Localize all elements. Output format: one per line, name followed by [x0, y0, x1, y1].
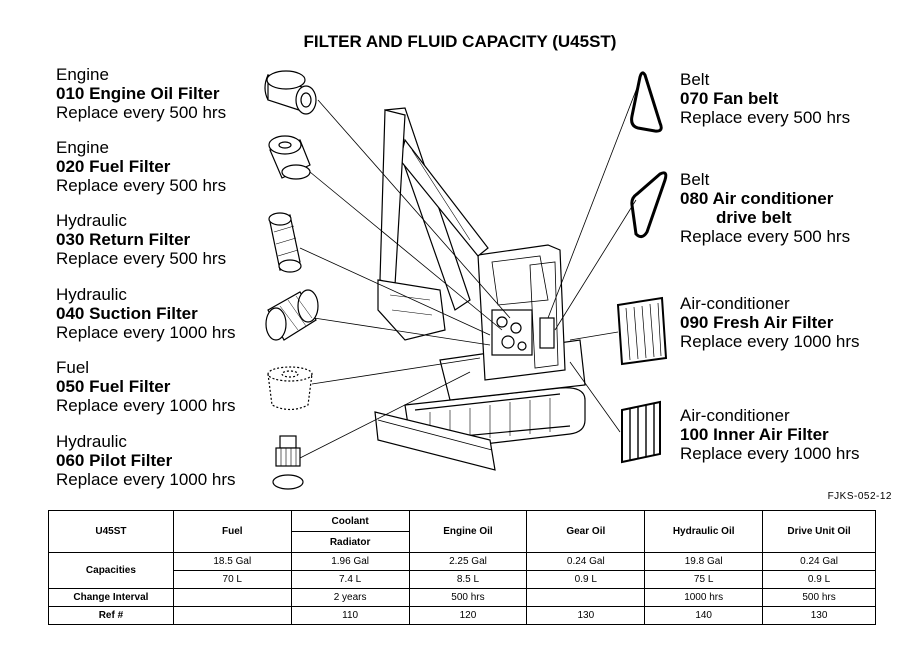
cap-l-fuel: 70 L	[172, 570, 292, 589]
ref-fuel	[172, 606, 292, 625]
interval-drive-unit-oil: 500 hrs	[762, 588, 876, 607]
return-filter-icon	[268, 212, 302, 273]
interval-hydraulic-oil: 1000 hrs	[644, 588, 763, 607]
label-090: Air-conditioner 090 Fresh Air Filter Rep…	[680, 294, 860, 351]
cap-gal-fuel: 18.5 Gal	[172, 552, 292, 571]
category: Engine	[56, 138, 109, 157]
interval-fuel	[172, 588, 292, 607]
fuel-filter-icon	[268, 135, 311, 180]
capacity-table: U45ST Fuel Coolant Engine Oil Gear Oil H…	[48, 510, 876, 625]
interval: Replace every 500 hrs	[56, 249, 227, 268]
interval: Replace every 500 hrs	[56, 176, 227, 195]
cap-l-hydraulic-oil: 75 L	[644, 570, 763, 589]
cap-l-drive-unit-oil: 0.9 L	[762, 570, 876, 589]
category: Hydraulic	[56, 211, 127, 230]
row-label-change-interval: Change Interval	[48, 588, 174, 607]
label-070: Belt 070 Fan belt Replace every 500 hrs	[680, 70, 850, 127]
interval: Replace every 1000 hrs	[680, 444, 860, 463]
fresh-air-filter-icon	[616, 296, 668, 366]
filter-name: 020 Fuel Filter	[56, 157, 171, 176]
interval: Replace every 1000 hrs	[680, 332, 860, 351]
interval: Replace every 1000 hrs	[56, 470, 236, 489]
row-label-capacities: Capacities	[48, 552, 174, 589]
category: Belt	[680, 170, 710, 189]
label-080: Belt 080 Air conditioner drive belt Repl…	[680, 170, 850, 246]
interval: Replace every 1000 hrs	[56, 396, 236, 415]
interval: Replace every 500 hrs	[680, 108, 851, 127]
interval-engine-oil: 500 hrs	[408, 588, 527, 607]
interval: Replace every 1000 hrs	[56, 323, 236, 342]
cap-l-coolant: 7.4 L	[290, 570, 410, 589]
ref-engine-oil: 120	[408, 606, 527, 625]
fan-belt-icon	[630, 71, 663, 133]
filter-name: 010 Engine Oil Filter	[56, 84, 220, 103]
filter-name: 040 Suction Filter	[56, 304, 198, 323]
filter-name: 090 Fresh Air Filter	[680, 313, 834, 332]
leader-lines	[299, 79, 641, 459]
oil-filter-icon	[264, 70, 317, 115]
header-radiator: Radiator	[290, 531, 410, 553]
filter-name-line2: drive belt	[716, 208, 792, 227]
category: Fuel	[56, 358, 90, 377]
inner-air-filter-icon	[621, 400, 661, 464]
category: Hydraulic	[56, 285, 127, 304]
label-010: Engine 010 Engine Oil Filter Replace eve…	[56, 65, 226, 122]
interval: Replace every 500 hrs	[680, 227, 851, 246]
category: Air-conditioner	[680, 294, 790, 313]
header-hydraulic-oil: Hydraulic Oil	[644, 510, 763, 553]
header-model: U45ST	[95, 526, 127, 537]
category: Engine	[56, 65, 109, 84]
cap-gal-coolant: 1.96 Gal	[290, 552, 410, 571]
cap-gal-hydraulic-oil: 19.8 Gal	[644, 552, 763, 571]
filter-name: 070 Fan belt	[680, 89, 779, 108]
header-engine-oil: Engine Oil	[408, 510, 527, 553]
fuel-filter-element-icon	[267, 366, 313, 411]
pilot-filter-icon	[272, 435, 304, 490]
label-040: Hydraulic 040 Suction Filter Replace eve…	[56, 285, 236, 342]
label-100: Air-conditioner 100 Inner Air Filter Rep…	[680, 406, 860, 463]
ref-coolant: 110	[290, 606, 410, 625]
figure-code: FJKS-052-12	[827, 491, 892, 502]
header-fuel: Fuel	[172, 510, 292, 553]
header-drive-unit-oil: Drive Unit Oil	[762, 510, 876, 553]
filter-name: 030 Return Filter	[56, 230, 191, 249]
cap-l-gear-oil: 0.9 L	[526, 570, 645, 589]
label-060: Hydraulic 060 Pilot Filter Replace every…	[56, 432, 236, 489]
label-020: Engine 020 Fuel Filter Replace every 500…	[56, 138, 226, 195]
ac-belt-icon	[630, 171, 668, 239]
interval: Replace every 500 hrs	[56, 103, 227, 122]
ref-gear-oil: 130	[526, 606, 645, 625]
ref-drive-unit-oil: 130	[762, 606, 876, 625]
excavator-diagram	[264, 70, 668, 490]
cap-gal-gear-oil: 0.24 Gal	[526, 552, 645, 571]
excavator-icon	[374, 107, 586, 471]
cap-l-engine-oil: 8.5 L	[408, 570, 527, 589]
filter-name: 050 Fuel Filter	[56, 377, 171, 396]
row-label-ref: Ref #	[48, 606, 174, 625]
filter-name: 080 Air conditioner	[680, 189, 834, 208]
header-gear-oil: Gear Oil	[526, 510, 645, 553]
category: Hydraulic	[56, 432, 127, 451]
cap-gal-engine-oil: 2.25 Gal	[408, 552, 527, 571]
category: Belt	[680, 70, 710, 89]
cap-gal-drive-unit-oil: 0.24 Gal	[762, 552, 876, 571]
suction-filter-icon	[265, 289, 319, 341]
ref-hydraulic-oil: 140	[644, 606, 763, 625]
interval-gear-oil	[526, 588, 645, 607]
label-050: Fuel 050 Fuel Filter Replace every 1000 …	[56, 358, 236, 415]
header-coolant: Coolant	[290, 510, 410, 532]
category: Air-conditioner	[680, 406, 790, 425]
label-030: Hydraulic 030 Return Filter Replace ever…	[56, 211, 226, 268]
interval-coolant: 2 years	[290, 588, 410, 607]
page-title: FILTER AND FLUID CAPACITY (U45ST)	[303, 32, 617, 51]
filter-name: 100 Inner Air Filter	[680, 425, 829, 444]
filter-name: 060 Pilot Filter	[56, 451, 173, 470]
